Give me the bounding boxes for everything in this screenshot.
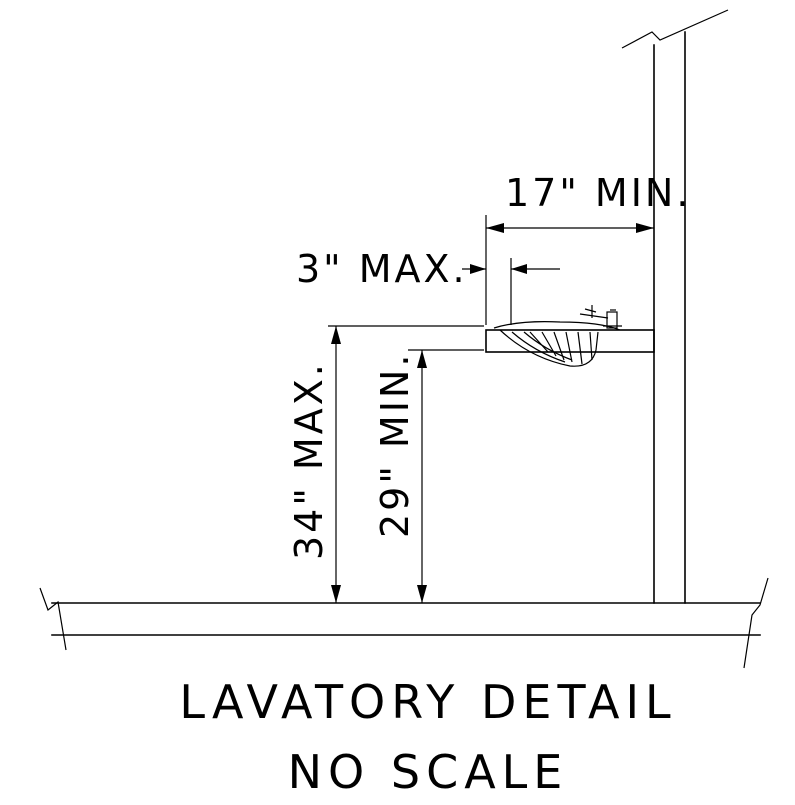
counter-depth-label: 17" MIN. (505, 171, 691, 215)
rim-height-label: 34" MAX. (287, 361, 331, 560)
floor-slab (39, 577, 769, 669)
apron-offset-label: 3" MAX. (296, 247, 468, 291)
wall (621, 9, 729, 604)
dimension-apron-offset: 3" MAX. (296, 247, 560, 291)
knee-clearance-label: 29" MIN. (373, 352, 417, 538)
dimension-rim-height: 34" MAX. (287, 326, 341, 603)
drawing-title: LAVATORY DETAIL (179, 675, 676, 729)
scale-note: NO SCALE (288, 745, 569, 799)
counter-top (485, 329, 655, 353)
floor-break-left (39, 587, 67, 651)
dimension-knee-clearance: 29" MIN. (373, 350, 427, 603)
floor-break-right (743, 577, 769, 669)
dimension-counter-depth: 17" MIN. (486, 171, 691, 233)
faucet-icon (579, 305, 622, 329)
sink-bowl (493, 321, 621, 367)
wall-break-top (621, 9, 729, 49)
